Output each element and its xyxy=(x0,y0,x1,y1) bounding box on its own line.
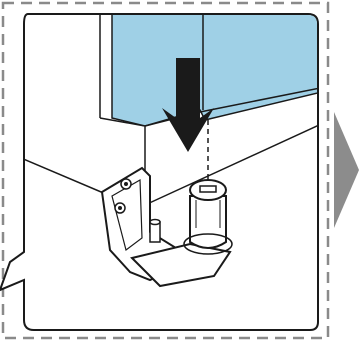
next-step-arrow-icon xyxy=(334,112,359,228)
hinge-cylinder-body xyxy=(190,196,226,248)
screw-hole-top-inner xyxy=(124,182,128,186)
hinge-pin-top xyxy=(150,220,160,225)
hinge-cylinder-slot xyxy=(200,186,216,192)
screw-hole-left-inner xyxy=(118,206,122,210)
